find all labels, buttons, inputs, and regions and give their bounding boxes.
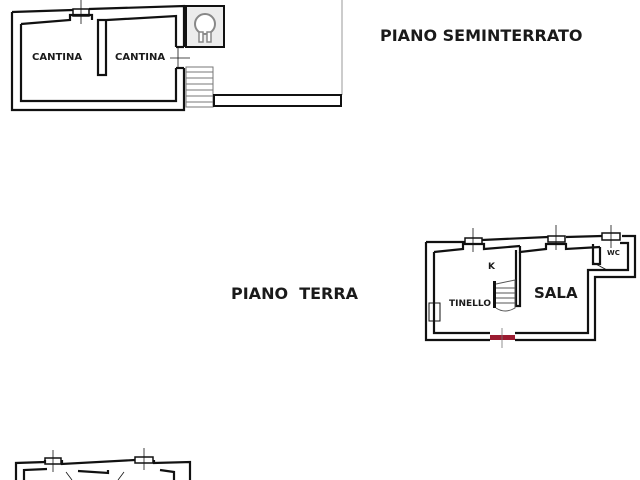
room-label-kitchen: K	[488, 262, 495, 272]
floor-title-seminterrato: PIANO SEMINTERRATO	[380, 26, 583, 45]
room-label-cantina-1: CANTINA	[32, 52, 83, 63]
first-floor-plan-partial	[14, 448, 192, 480]
room-label-sala: SALA	[534, 284, 578, 302]
ground-floor-plan	[424, 225, 637, 348]
basement-plan	[10, 0, 343, 112]
room-label-wc: WC	[607, 249, 620, 257]
room-label-tinello: TINELLO	[449, 299, 491, 309]
room-label-cantina-2: CANTINA	[115, 52, 166, 63]
floor-title-terra: PIANO TERRA	[231, 284, 359, 303]
